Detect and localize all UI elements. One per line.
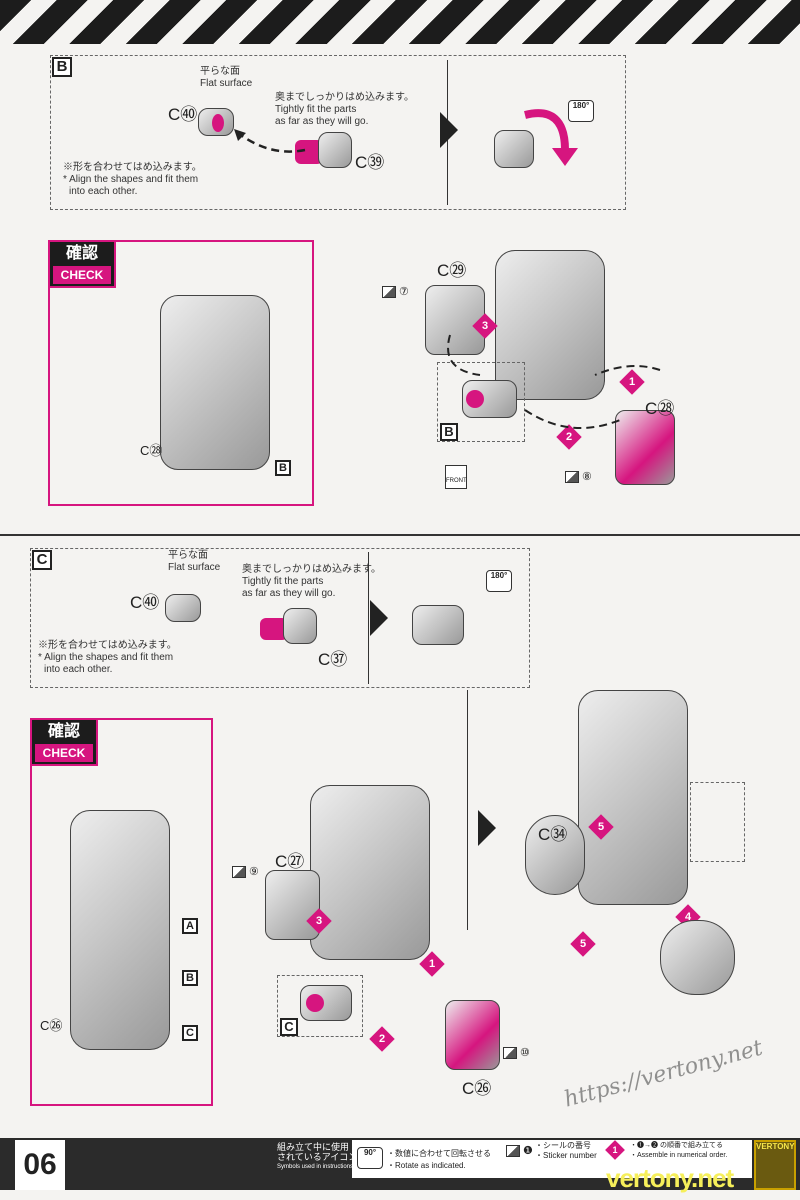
part-c39 <box>318 132 352 168</box>
watermark-url: https://vertony.net <box>561 1035 766 1113</box>
part-label: C㉘ <box>645 399 675 418</box>
section-b-label: B <box>52 57 72 77</box>
step-1: 1 <box>419 951 445 977</box>
part-c34 <box>525 815 585 895</box>
check-b-box <box>48 240 314 506</box>
section-divider <box>0 534 800 536</box>
assembled-leg-figure <box>160 295 270 470</box>
pink-insert <box>212 114 224 132</box>
leg-frame <box>578 690 688 905</box>
sticker-10: ⑩ <box>503 1046 530 1059</box>
pink-peg <box>466 390 484 408</box>
guide-line <box>467 690 468 930</box>
part-c40 <box>165 594 201 622</box>
part-c26 <box>445 1000 500 1070</box>
divider <box>368 552 369 684</box>
rotate-arrow <box>524 109 578 166</box>
part-c28 <box>615 410 675 485</box>
sticker-icon: ❶ <box>506 1144 533 1157</box>
order-icon: 1 <box>605 1140 625 1160</box>
align-note: ※形を合わせてはめ込みます。* Align the shapes and fit… <box>63 162 202 197</box>
part-label: C㊲ <box>318 650 348 669</box>
rotated-part <box>412 605 464 645</box>
pink-peg <box>306 994 324 1012</box>
part-c27 <box>265 870 320 940</box>
section-b-box <box>50 55 626 210</box>
part-label: C㉙ <box>437 261 467 280</box>
assembled-leg-figure <box>70 810 170 1050</box>
part-label: C㉖ <box>40 1018 63 1033</box>
part-label: C㉗ <box>275 852 305 871</box>
page-number: 06 <box>15 1140 65 1190</box>
check-c-box <box>30 718 213 1106</box>
part-label: C㉘ <box>140 443 163 458</box>
legend-order <box>602 1140 752 1178</box>
marker-b: B <box>275 460 291 476</box>
sub-assembly-c-box <box>277 975 363 1037</box>
sticker-icon <box>382 285 396 298</box>
step-2: 2 <box>369 1026 395 1052</box>
sub-c-label: C <box>280 1018 298 1036</box>
assembly-arrows <box>447 334 661 429</box>
section-c-label: C <box>32 550 52 570</box>
part-label: C㉞ <box>538 825 568 844</box>
sub-b-label: B <box>440 423 458 441</box>
sticker-8: ⑧ <box>565 470 592 483</box>
part-label: C㊴ <box>355 153 385 172</box>
part-label: C㊵ <box>130 593 160 612</box>
part-label: C㊵ <box>168 105 198 124</box>
marker-a: A <box>182 918 198 934</box>
marker-c: C <box>182 1025 198 1041</box>
sticker-legend-text: ・シールの番号・Sticker number <box>535 1141 597 1160</box>
watermark-site: vertony.net <box>606 1163 734 1193</box>
part-label: C㉖ <box>462 1079 492 1098</box>
step-5b: 5 <box>570 931 596 957</box>
watermark-brand: VERTONY <box>754 1140 796 1190</box>
align-note: ※形を合わせてはめ込みます。* Align the shapes and fit… <box>38 640 177 675</box>
order-legend-text: ・❶→❷ の順番で組み立てる・Assemble in numerical ord… <box>630 1142 728 1159</box>
next-arrow <box>440 112 458 148</box>
rotate-180-icon: 180° <box>486 570 512 592</box>
front-icon: FRONT <box>445 465 467 489</box>
sticker-icon <box>232 865 246 878</box>
part-c37-peg <box>260 618 288 640</box>
rotated-part <box>494 130 534 168</box>
sub-assembly-b-box <box>437 362 525 442</box>
rotate-icon: 90° <box>357 1147 383 1169</box>
detail-inset <box>690 782 745 862</box>
sticker-9: ⑨ <box>232 865 259 878</box>
part-c37 <box>283 608 317 644</box>
step-5: 5 <box>588 814 614 840</box>
part-c29 <box>425 285 485 355</box>
rotate-legend-text: ・数値に合わせて回転させる・Rotate as indicated. <box>387 1149 491 1170</box>
insert-arrow <box>234 129 306 153</box>
sticker-icon <box>503 1046 517 1059</box>
leg-frame <box>495 250 605 400</box>
next-arrow <box>370 600 388 636</box>
sticker-7: ⑦ <box>382 285 409 298</box>
leg-frame <box>310 785 430 960</box>
marker-b: B <box>182 970 198 986</box>
hazard-stripe-header <box>0 0 800 44</box>
sticker-icon <box>565 470 579 483</box>
section-c-box <box>30 548 530 688</box>
foot-ring-part <box>660 920 735 995</box>
step-3: 3 <box>306 908 332 934</box>
next-arrow <box>478 810 496 846</box>
rotate-180-icon: 180° <box>568 100 594 122</box>
